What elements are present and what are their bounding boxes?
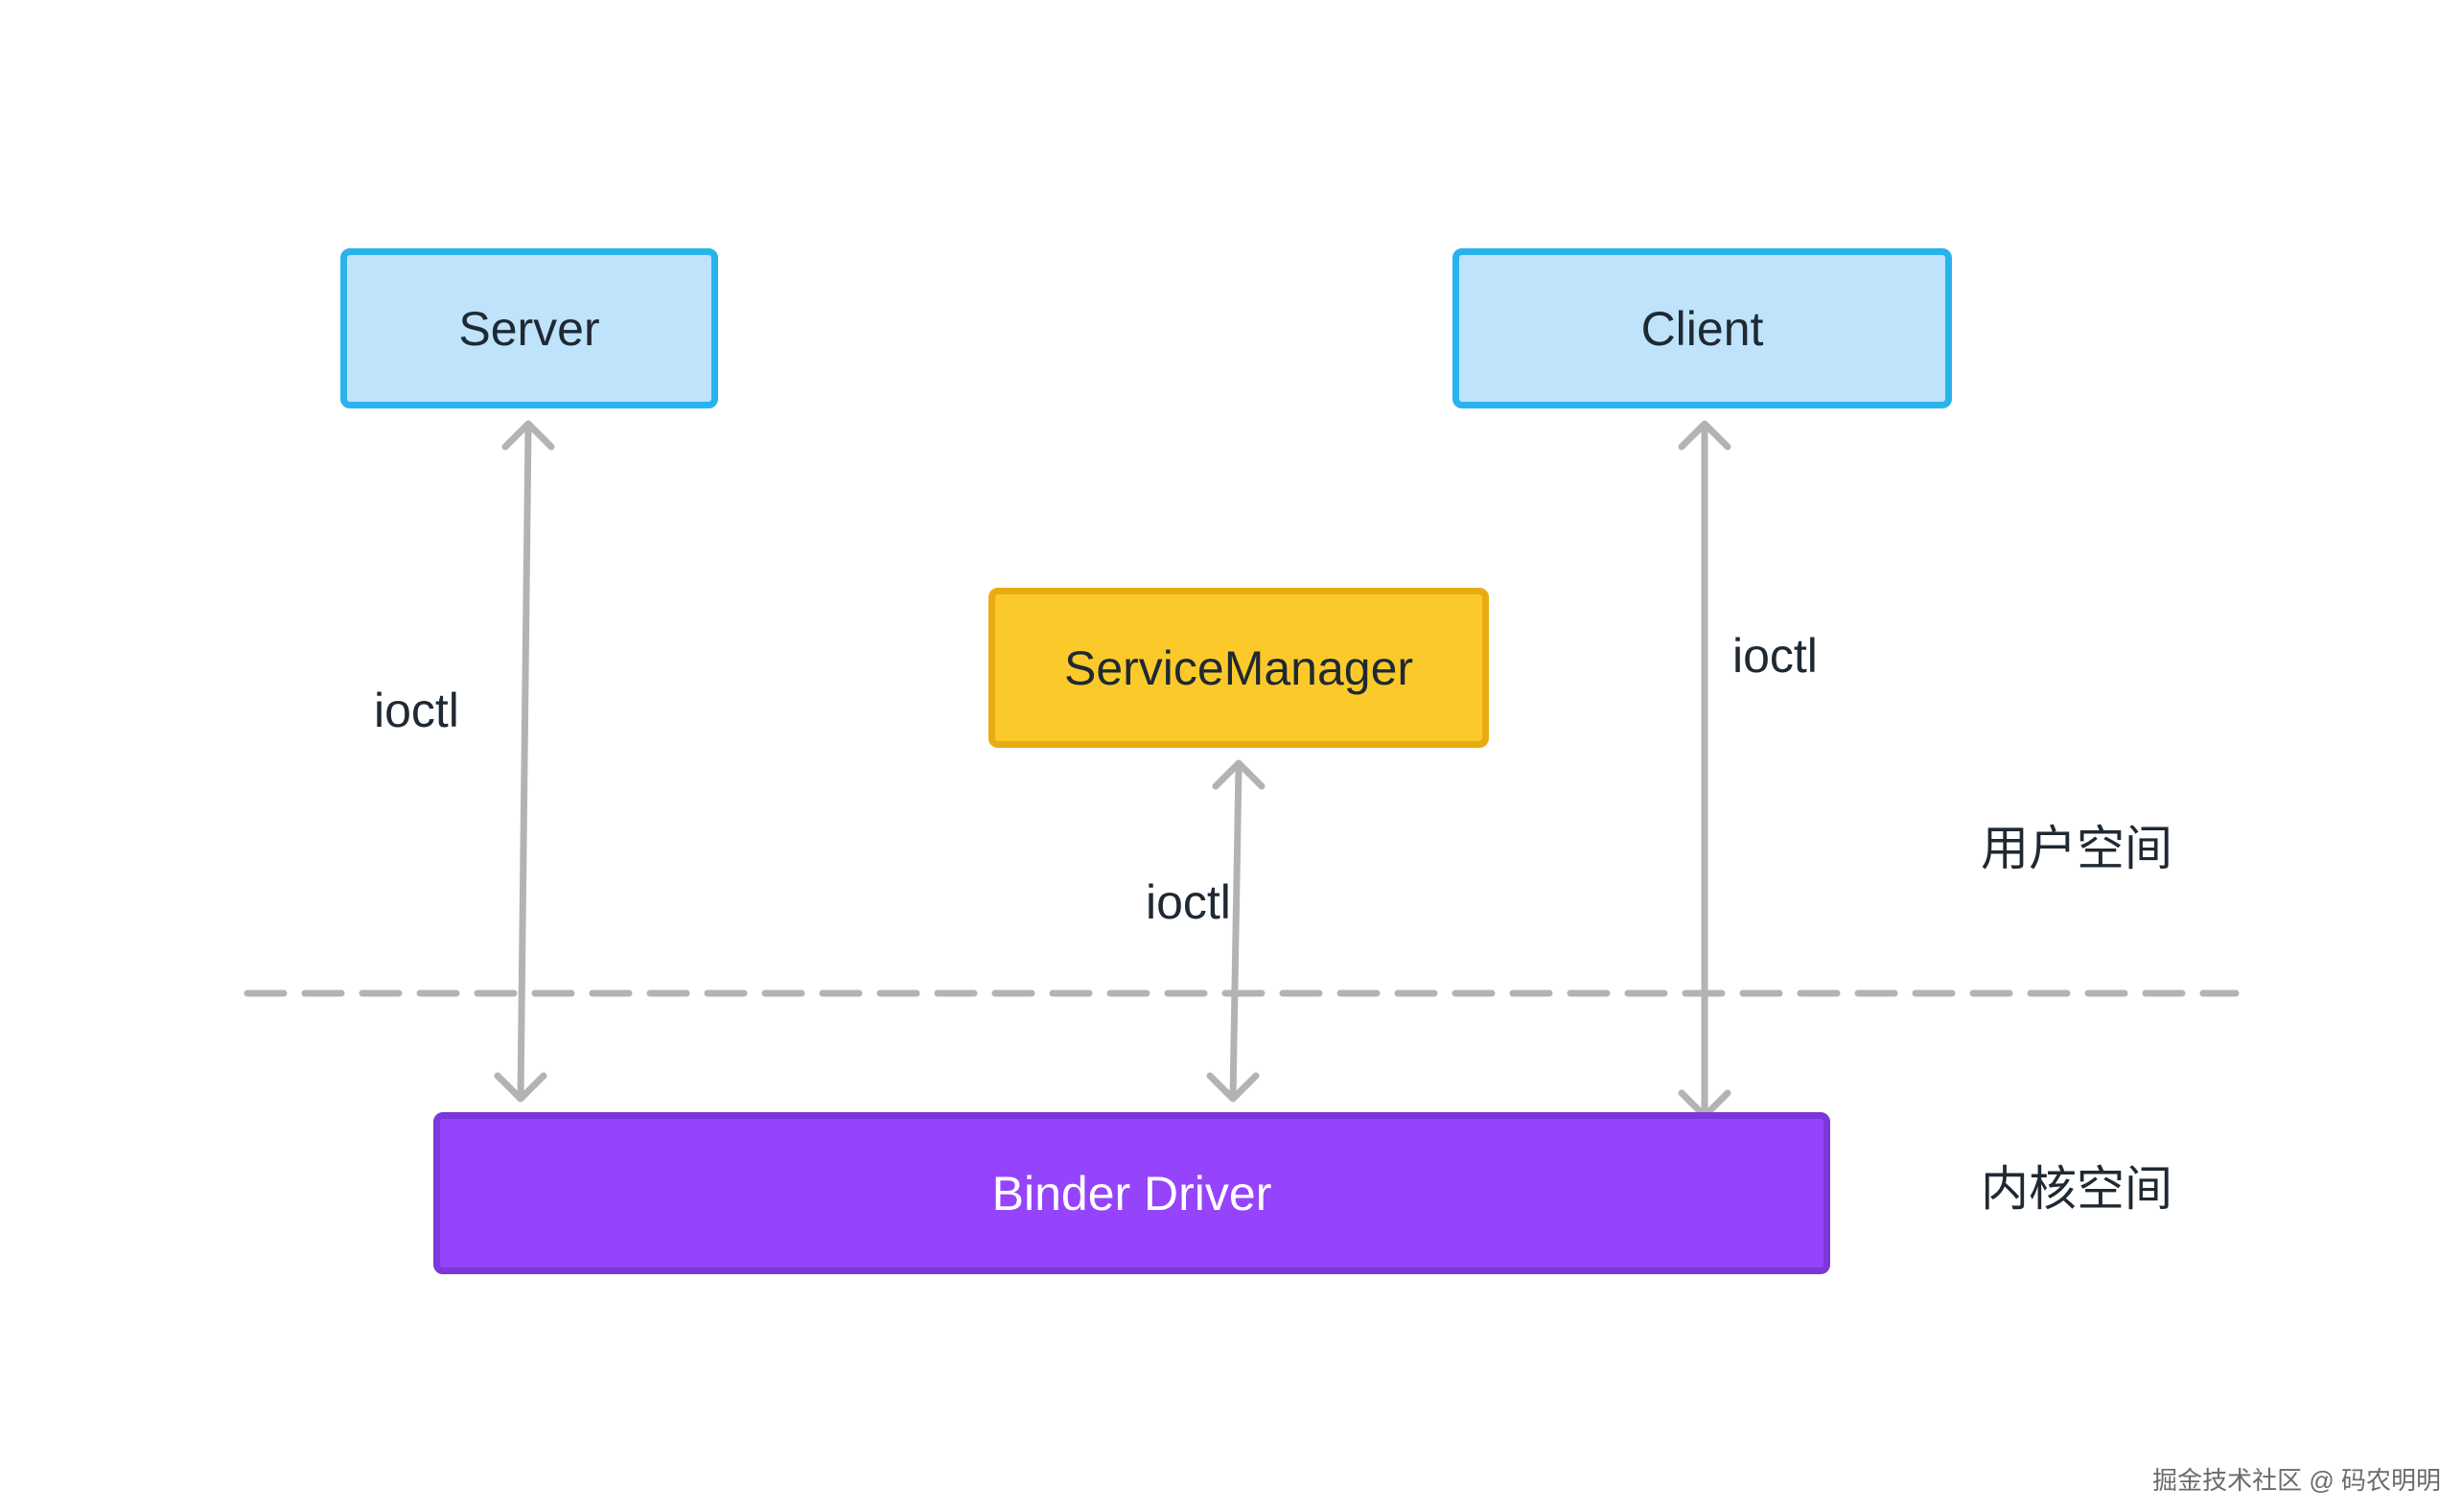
client-label: Client [1640, 301, 1764, 356]
servicemanager-driver-arrow [1206, 759, 1266, 1103]
servicemanager-ioctl-label: ioctl [1146, 875, 1231, 929]
server-node: Server [340, 248, 718, 408]
client-ioctl-label: ioctl [1732, 629, 1818, 683]
driver-arrowhead-servicemanager [1206, 1072, 1260, 1103]
server-arrowhead-up [501, 420, 555, 451]
watermark: 掘金技术社区 @ 码农明明 [2152, 1466, 2441, 1495]
servicemanager-arrowhead-up [1212, 759, 1266, 790]
server-driver-arrow [494, 420, 555, 1103]
servicemanager-label: ServiceManager [1063, 640, 1414, 695]
servicemanager-node: ServiceManager [988, 588, 1489, 748]
server-ioctl-label: ioctl [374, 684, 459, 737]
binder-driver-node: Binder Driver [433, 1112, 1830, 1274]
client-driver-arrow [1678, 420, 1731, 1120]
client-node: Client [1452, 248, 1952, 408]
binder-driver-label: Binder Driver [991, 1166, 1272, 1221]
driver-arrowhead-server [494, 1072, 547, 1103]
client-arrowhead-up [1678, 420, 1731, 451]
user-space-label: 用户空间 [1981, 822, 2172, 875]
server-label: Server [458, 301, 600, 356]
kernel-space-label: 内核空间 [1981, 1162, 2172, 1216]
